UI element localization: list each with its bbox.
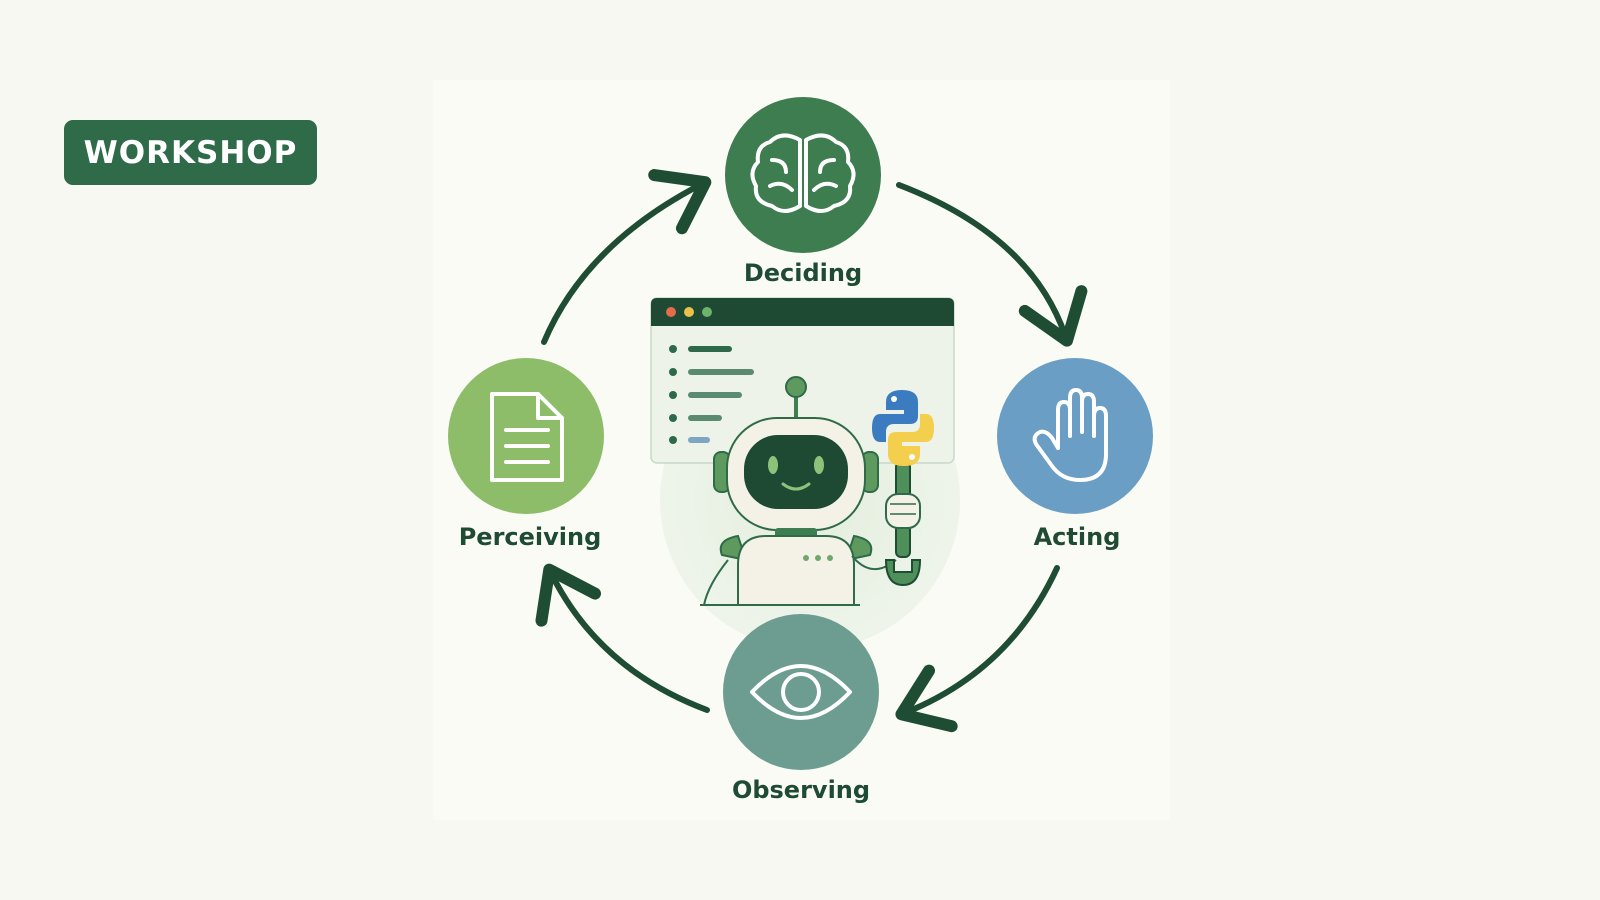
deciding-circle bbox=[725, 97, 881, 253]
arrow-observing-to-perceiving bbox=[535, 563, 710, 713]
observing-circle bbox=[723, 614, 879, 770]
node-perceiving: Perceiving bbox=[448, 358, 604, 551]
brain-icon bbox=[750, 133, 856, 213]
wrench-icon bbox=[884, 461, 922, 587]
eye-icon bbox=[750, 664, 852, 720]
perceiving-label: Perceiving bbox=[459, 523, 602, 551]
observing-label: Observing bbox=[732, 776, 870, 804]
workshop-badge-label: WORKSHOP bbox=[83, 134, 298, 171]
workshop-badge: WORKSHOP bbox=[64, 120, 317, 185]
node-acting: Acting bbox=[997, 358, 1153, 551]
center-illustration bbox=[650, 297, 960, 650]
deciding-label: Deciding bbox=[744, 259, 862, 287]
cycle-arrows bbox=[535, 169, 1088, 733]
document-icon bbox=[490, 392, 564, 482]
python-logo-icon bbox=[872, 390, 934, 466]
hand-icon bbox=[1032, 388, 1108, 482]
acting-circle bbox=[997, 358, 1153, 514]
node-deciding: Deciding bbox=[725, 97, 881, 287]
perceiving-circle bbox=[448, 358, 604, 514]
arrow-perceiving-to-deciding bbox=[541, 169, 712, 345]
node-observing: Observing bbox=[723, 614, 879, 804]
robot-icon bbox=[700, 376, 897, 606]
arrow-deciding-to-acting bbox=[896, 182, 1088, 347]
arrow-acting-to-observing bbox=[895, 565, 1060, 733]
acting-label: Acting bbox=[1034, 523, 1121, 551]
